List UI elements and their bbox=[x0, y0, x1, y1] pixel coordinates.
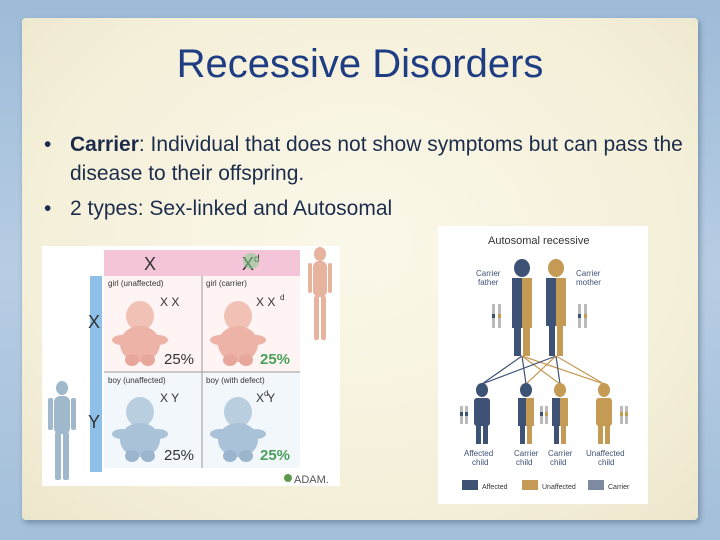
legend: Affected Unaffected Carrier bbox=[462, 480, 630, 491]
percent-label: 25% bbox=[164, 351, 194, 368]
mother-header-band bbox=[104, 250, 300, 276]
carrier-child-figure bbox=[552, 383, 568, 444]
bullet-text: : Individual that does not show symptoms… bbox=[70, 133, 683, 185]
bullet-text: 2 types: Sex-linked and Autosomal bbox=[70, 197, 393, 220]
carrier-mother-label: mother bbox=[576, 278, 601, 287]
affected-child-figure bbox=[474, 383, 490, 444]
father-x-label: X bbox=[88, 312, 100, 332]
child-label: child bbox=[472, 458, 488, 467]
autosomal-title: Autosomal recessive bbox=[488, 235, 590, 247]
genotype: X X bbox=[160, 295, 179, 309]
mother-figure-illustration bbox=[308, 247, 332, 340]
cell-label: girl (unaffected) bbox=[108, 279, 164, 288]
genotype: X X bbox=[256, 295, 275, 309]
percent-label: 25% bbox=[260, 447, 290, 464]
percent-label: 25% bbox=[260, 351, 290, 368]
cell-label: boy (with defect) bbox=[206, 376, 265, 385]
carrier-father-label: father bbox=[478, 278, 499, 287]
carrier-child-figure bbox=[518, 383, 534, 444]
bullet-dot: • bbox=[44, 197, 52, 220]
bullet-term: Carrier bbox=[70, 133, 139, 156]
adam-logo-icon bbox=[284, 474, 292, 482]
legend-swatch-unaffected bbox=[522, 480, 538, 490]
carrier-mother-figure bbox=[546, 259, 566, 356]
child-label: Affected bbox=[464, 449, 493, 458]
bullet-item-carrier: • Carrier: Individual that does not show… bbox=[44, 130, 684, 188]
baby-girl-carrier-illustration bbox=[210, 301, 266, 366]
carrier-mother-label: Carrier bbox=[576, 269, 601, 278]
child-label: Carrier bbox=[548, 449, 573, 458]
genotype-sup: d bbox=[280, 293, 284, 302]
baby-boy-defect-illustration bbox=[210, 397, 266, 462]
unaffected-child-figure bbox=[596, 383, 612, 444]
legend-swatch-carrier bbox=[588, 480, 604, 490]
percent-label: 25% bbox=[164, 447, 194, 464]
slide-title: Recessive Disorders bbox=[176, 42, 544, 86]
father-y-label: Y bbox=[88, 412, 100, 432]
genotype: X Y bbox=[160, 391, 179, 405]
child-label: child bbox=[550, 458, 566, 467]
carrier-father-figure bbox=[512, 259, 532, 356]
cell-label: boy (unaffected) bbox=[108, 376, 166, 385]
legend-label: Affected bbox=[482, 484, 508, 491]
bullet-list: • Carrier: Individual that does not show… bbox=[44, 130, 684, 229]
carrier-father-label: Carrier bbox=[476, 269, 501, 278]
child-label: child bbox=[598, 458, 614, 467]
cell-label: girl (carrier) bbox=[206, 279, 247, 288]
father-header-band bbox=[90, 276, 102, 472]
chromosome-markers bbox=[492, 304, 587, 328]
child-label: Unaffected bbox=[586, 449, 625, 458]
child-chromosome-markers bbox=[460, 406, 628, 424]
autosomal-recessive-image: Autosomal recessive Carrier father Carri… bbox=[438, 226, 648, 504]
genotype-sup: d bbox=[264, 389, 268, 398]
bullet-dot: • bbox=[44, 133, 52, 156]
father-figure-illustration bbox=[48, 381, 76, 480]
inheritance-lines bbox=[481, 355, 605, 385]
punnett-square-image: X X d X Y girl (unaffected) girl (carrie… bbox=[42, 246, 340, 486]
defect-star-icon bbox=[243, 253, 259, 269]
genotype: X Y bbox=[256, 391, 275, 405]
legend-label: Unaffected bbox=[542, 484, 576, 491]
legend-label: Carrier bbox=[608, 484, 630, 491]
mother-x-label: X bbox=[144, 254, 156, 274]
baby-girl-unaffected-illustration bbox=[112, 301, 168, 366]
baby-boy-unaffected-illustration bbox=[112, 397, 168, 462]
bullet-item-types: • 2 types: Sex-linked and Autosomal bbox=[44, 194, 684, 223]
adam-logo-text: ADAM. bbox=[294, 474, 329, 486]
child-label: Carrier bbox=[514, 449, 539, 458]
legend-swatch-affected bbox=[462, 480, 478, 490]
child-label: child bbox=[516, 458, 532, 467]
